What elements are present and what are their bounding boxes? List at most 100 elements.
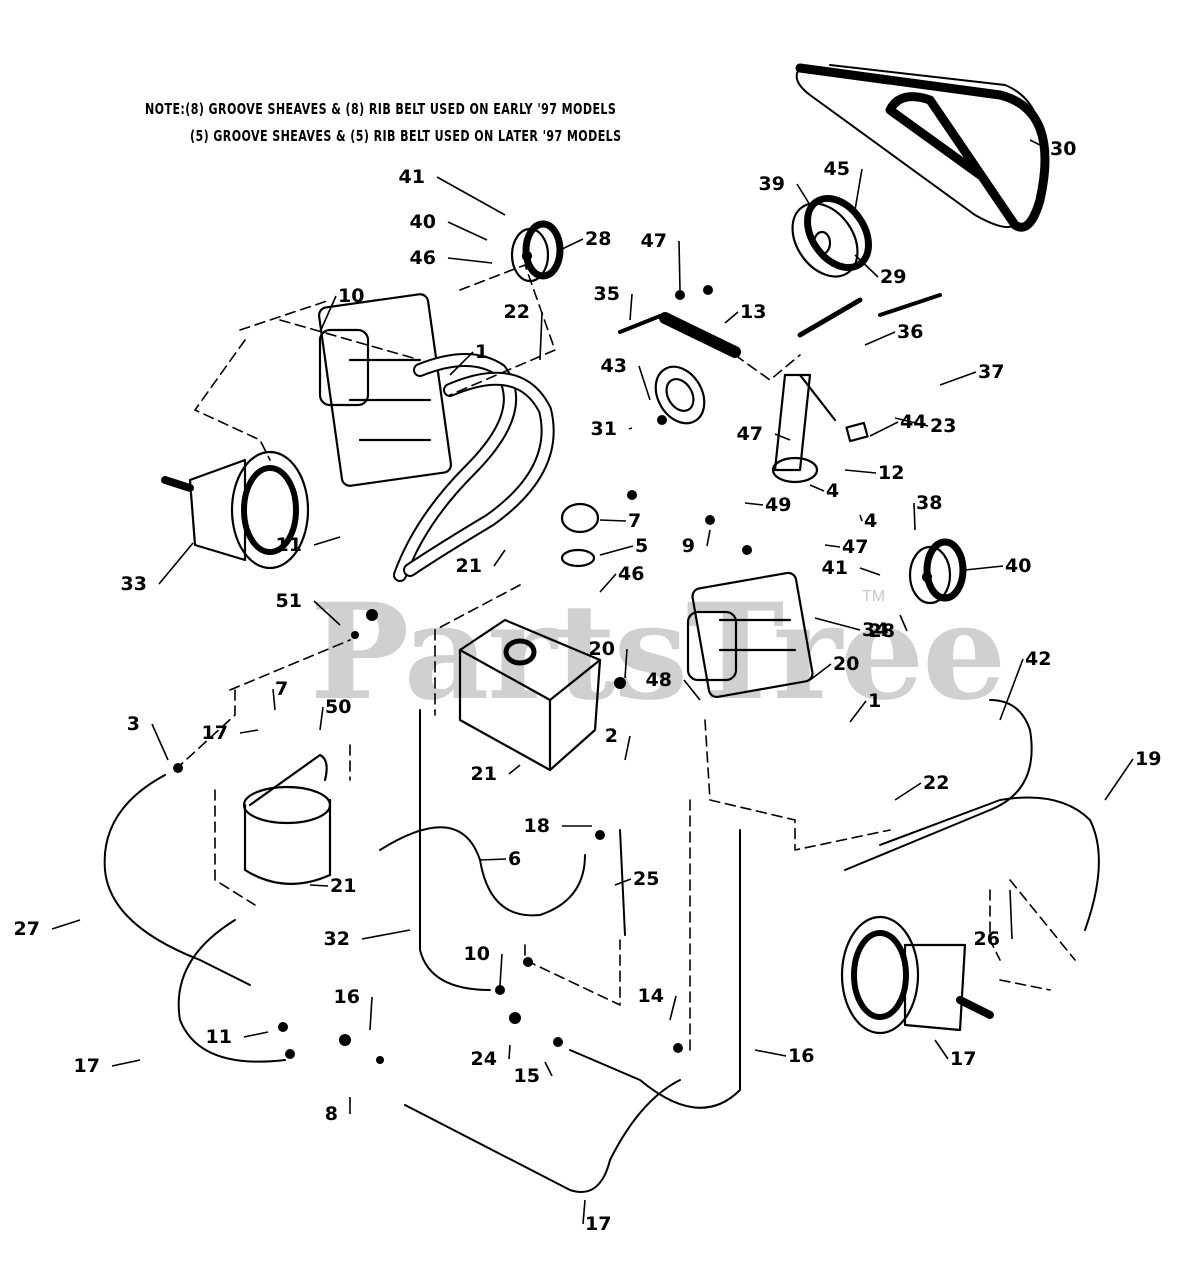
callout-number[interactable]: 38 bbox=[916, 492, 942, 514]
callout-number[interactable]: 15 bbox=[514, 1065, 540, 1087]
callout-number[interactable]: 40 bbox=[410, 211, 436, 233]
callout-number[interactable]: 51 bbox=[276, 590, 302, 612]
callout-number[interactable]: 47 bbox=[842, 536, 868, 558]
leader-line bbox=[436, 176, 506, 216]
callout-number[interactable]: 31 bbox=[591, 418, 617, 440]
callout-number[interactable]: 26 bbox=[974, 928, 1000, 950]
callout-hose-left: 1 bbox=[449, 341, 488, 376]
callout-number[interactable]: 8 bbox=[325, 1103, 338, 1125]
callout-number[interactable]: 10 bbox=[338, 285, 364, 307]
callout-filter: 6 bbox=[479, 848, 521, 870]
callout-number[interactable]: 7 bbox=[275, 678, 288, 700]
callout-number[interactable]: 30 bbox=[1050, 138, 1076, 160]
callout-grease-fitting: 49 bbox=[744, 494, 791, 516]
callout-number[interactable]: 49 bbox=[765, 494, 791, 516]
callout-number[interactable]: 19 bbox=[1135, 748, 1161, 770]
callout-number[interactable]: 4 bbox=[826, 480, 839, 502]
callout-number[interactable]: 5 bbox=[635, 535, 648, 557]
callout-number[interactable]: 17 bbox=[950, 1048, 976, 1070]
watermark: PartsTree bbox=[310, 575, 1006, 730]
leader-line bbox=[319, 706, 324, 731]
callout-number[interactable]: 14 bbox=[638, 985, 664, 1007]
callout-number[interactable]: 44 bbox=[900, 411, 926, 433]
callout-number[interactable]: 34 bbox=[862, 619, 888, 641]
callout-number[interactable]: 47 bbox=[641, 230, 667, 252]
callout-number[interactable]: 46 bbox=[410, 247, 436, 269]
callout-washer: 43 bbox=[601, 355, 651, 401]
callout-number[interactable]: 50 bbox=[325, 696, 351, 718]
callout-number[interactable]: 22 bbox=[504, 301, 530, 323]
callout-number[interactable]: 46 bbox=[618, 563, 644, 585]
callout-number[interactable]: 32 bbox=[324, 928, 350, 950]
callout-number[interactable]: 16 bbox=[334, 986, 360, 1008]
leader-line bbox=[158, 542, 194, 585]
leader-line bbox=[599, 545, 634, 556]
callout-number[interactable]: 17 bbox=[202, 722, 228, 744]
callout-number[interactable]: 45 bbox=[824, 158, 850, 180]
callout-sheave-right: 28 bbox=[869, 614, 908, 642]
callout-number[interactable]: 11 bbox=[206, 1026, 232, 1048]
leader-line bbox=[272, 688, 276, 711]
leader-line bbox=[319, 295, 337, 333]
callout-number[interactable]: 33 bbox=[121, 573, 147, 595]
callout-number[interactable]: 22 bbox=[923, 772, 949, 794]
callout-number[interactable]: 9 bbox=[682, 535, 695, 557]
callout-key-right: 41 bbox=[822, 557, 881, 579]
callout-number[interactable]: 11 bbox=[276, 534, 302, 556]
callout-number[interactable]: 29 bbox=[880, 266, 906, 288]
hose-32-left bbox=[103, 774, 251, 986]
callout-number[interactable]: 4 bbox=[864, 510, 877, 532]
callout-number[interactable]: 7 bbox=[628, 510, 641, 532]
callout-number[interactable]: 12 bbox=[878, 462, 904, 484]
leader-line bbox=[628, 427, 633, 430]
callout-bushing-lower: 4 bbox=[859, 510, 877, 532]
callout-number[interactable]: 17 bbox=[74, 1055, 100, 1077]
callout-clamp-17-mid: 17 bbox=[934, 1039, 976, 1070]
leader-line bbox=[999, 658, 1024, 721]
callout-number[interactable]: 2 bbox=[605, 725, 618, 747]
callout-hose-right: 1 bbox=[849, 690, 881, 723]
callout-number[interactable]: 6 bbox=[508, 848, 521, 870]
callout-number[interactable]: 21 bbox=[456, 555, 482, 577]
callout-number[interactable]: 36 bbox=[897, 321, 923, 343]
callout-number[interactable]: 41 bbox=[822, 557, 848, 579]
callout-number[interactable]: 41 bbox=[399, 166, 425, 188]
callout-number[interactable]: 13 bbox=[740, 301, 766, 323]
callout-number[interactable]: 10 bbox=[464, 943, 490, 965]
callout-fitting-20-left: 20 bbox=[589, 638, 628, 679]
callout-number[interactable]: 25 bbox=[633, 868, 659, 890]
callout-number[interactable]: 27 bbox=[14, 918, 40, 940]
callout-number[interactable]: 21 bbox=[471, 763, 497, 785]
callout-number[interactable]: 17 bbox=[585, 1213, 611, 1235]
callout-number[interactable]: 20 bbox=[833, 653, 859, 675]
callout-number[interactable]: 42 bbox=[1025, 648, 1051, 670]
callout-number[interactable]: 3 bbox=[127, 713, 140, 735]
callout-number[interactable]: 28 bbox=[585, 228, 611, 250]
callout-number[interactable]: 39 bbox=[759, 173, 785, 195]
callout-number[interactable]: 40 bbox=[1005, 555, 1031, 577]
note-line-2: (5) GROOVE SHEAVES & (5) RIB BELT USED O… bbox=[190, 127, 622, 145]
callout-pin: 45 bbox=[824, 158, 863, 211]
callout-number[interactable]: 18 bbox=[524, 815, 550, 837]
callout-fitting-21-right-top: 21 bbox=[471, 763, 521, 785]
callout-number[interactable]: 1 bbox=[475, 341, 488, 363]
callout-number[interactable]: 37 bbox=[978, 361, 1004, 383]
callout-number[interactable]: 48 bbox=[646, 669, 672, 691]
leader-line bbox=[479, 858, 507, 861]
callout-number[interactable]: 16 bbox=[788, 1045, 814, 1067]
leader-line bbox=[754, 1049, 787, 1057]
leader-line bbox=[624, 735, 631, 761]
callout-number[interactable]: 47 bbox=[737, 423, 763, 445]
callout-number[interactable]: 28 bbox=[869, 620, 895, 642]
wheel-motor-right bbox=[840, 915, 994, 1035]
callout-number[interactable]: 43 bbox=[601, 355, 627, 377]
callout-hose-22-left: 22 bbox=[504, 301, 543, 361]
sheave-right bbox=[908, 538, 967, 605]
callout-number[interactable]: 23 bbox=[930, 415, 956, 437]
callout-number[interactable]: 1 bbox=[868, 690, 881, 712]
callout-number[interactable]: 20 bbox=[589, 638, 615, 660]
leader-line bbox=[111, 1059, 141, 1067]
callout-number[interactable]: 24 bbox=[471, 1048, 497, 1070]
callout-number[interactable]: 21 bbox=[330, 875, 356, 897]
callout-number[interactable]: 35 bbox=[594, 283, 620, 305]
